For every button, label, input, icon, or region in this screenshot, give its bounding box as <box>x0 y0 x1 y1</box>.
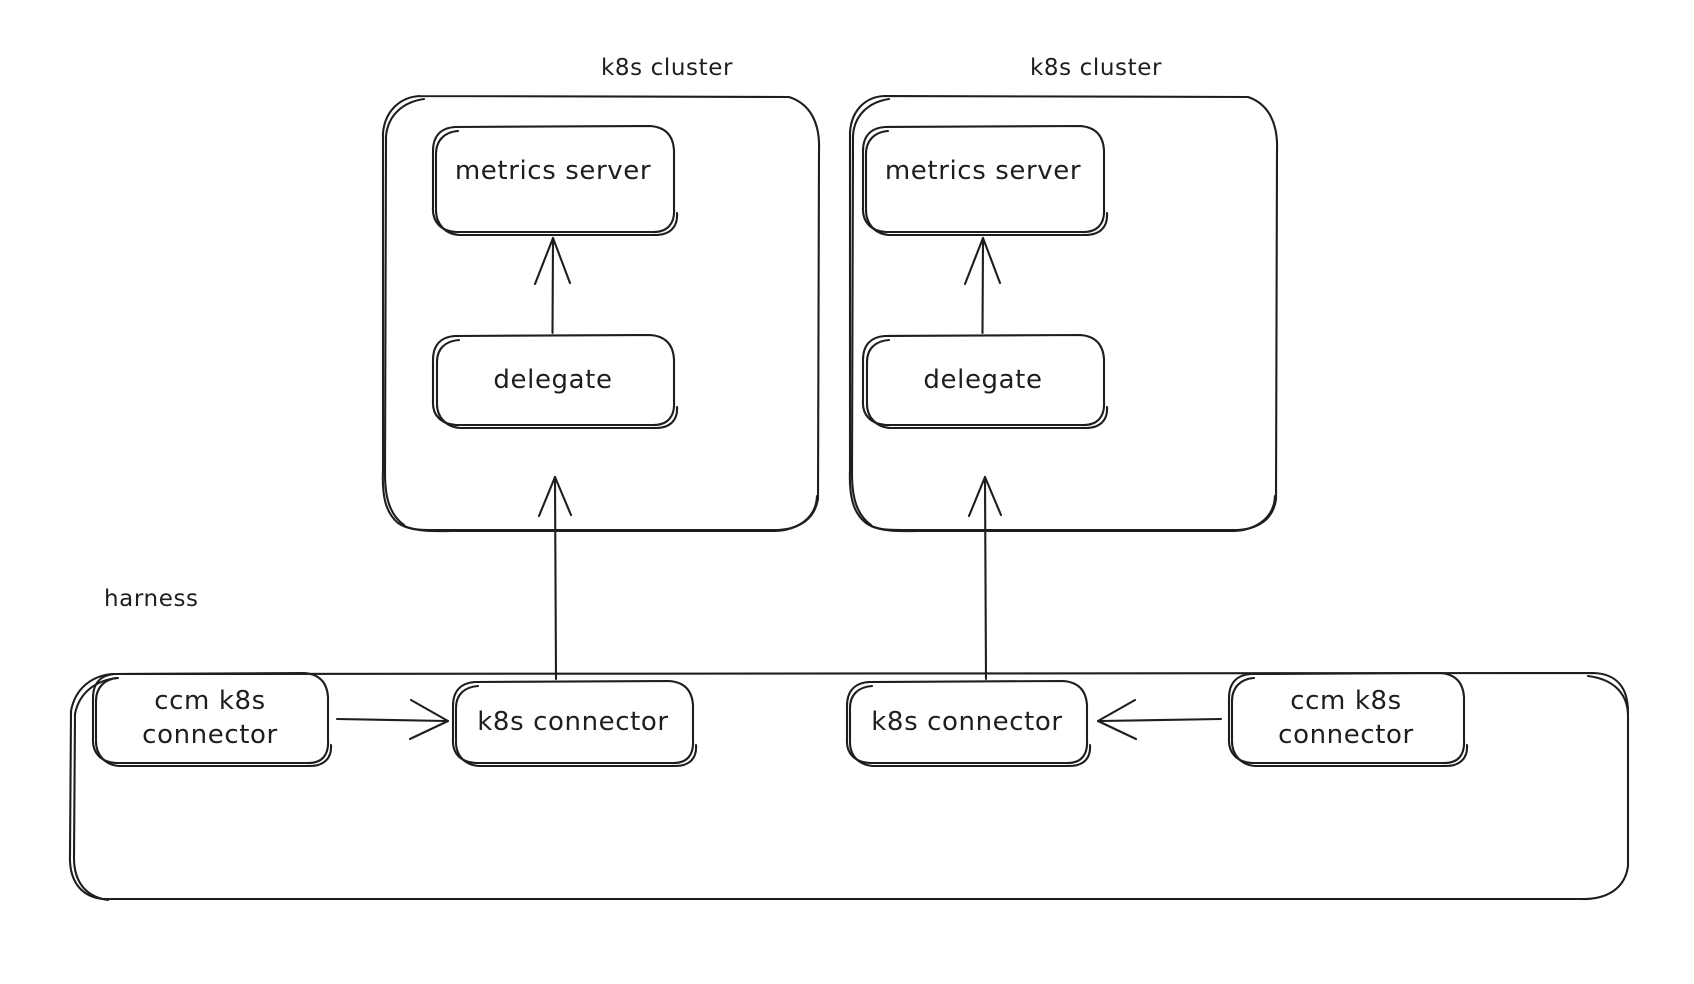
k8s-connector-right-label[interactable]: k8s connector <box>871 706 1063 737</box>
metrics-server-left-label[interactable]: metrics server <box>454 155 652 186</box>
ccm-connector-right-label[interactable]: ccm k8s connector <box>1278 685 1414 753</box>
ccm-connector-left-outline <box>91 671 333 768</box>
ccm-connector-right-line1: ccm k8s <box>1290 686 1402 717</box>
cluster-left-outline <box>381 94 821 533</box>
k8s-connector-left-label[interactable]: k8s connector <box>477 706 669 737</box>
edge-delegate-to-metrics-right <box>963 236 1002 335</box>
ccm-connector-left-line1: ccm k8s <box>154 686 266 717</box>
edge-ccm-to-connector-right <box>1096 698 1223 741</box>
metrics-server-right-outline <box>861 124 1109 237</box>
metrics-server-left-outline <box>431 124 679 237</box>
ccm-connector-left-line2: connector <box>142 720 278 750</box>
edge-connector-to-delegate-left <box>537 475 573 681</box>
edge-ccm-to-connector-left <box>335 698 450 741</box>
k8s-connector-left-outline <box>451 679 698 768</box>
cluster-right-outline <box>848 94 1279 533</box>
ccm-connector-right-outline <box>1227 671 1469 768</box>
ccm-connector-right-line2: connector <box>1278 720 1414 750</box>
delegate-right-label[interactable]: delegate <box>923 364 1043 395</box>
ccm-connector-left-label[interactable]: ccm k8s connector <box>142 685 278 753</box>
edge-delegate-to-metrics-left <box>533 236 572 335</box>
cluster-right-label: k8s cluster <box>1029 55 1163 81</box>
edge-connector-to-delegate-right <box>967 475 1003 681</box>
harness-label: harness <box>104 586 199 612</box>
cluster-left-label: k8s cluster <box>600 55 734 81</box>
delegate-left-outline <box>431 333 679 430</box>
delegate-left-label[interactable]: delegate <box>493 364 613 395</box>
metrics-server-right-label[interactable]: metrics server <box>884 155 1082 186</box>
k8s-connector-right-outline <box>845 679 1092 768</box>
delegate-right-outline <box>861 333 1109 430</box>
